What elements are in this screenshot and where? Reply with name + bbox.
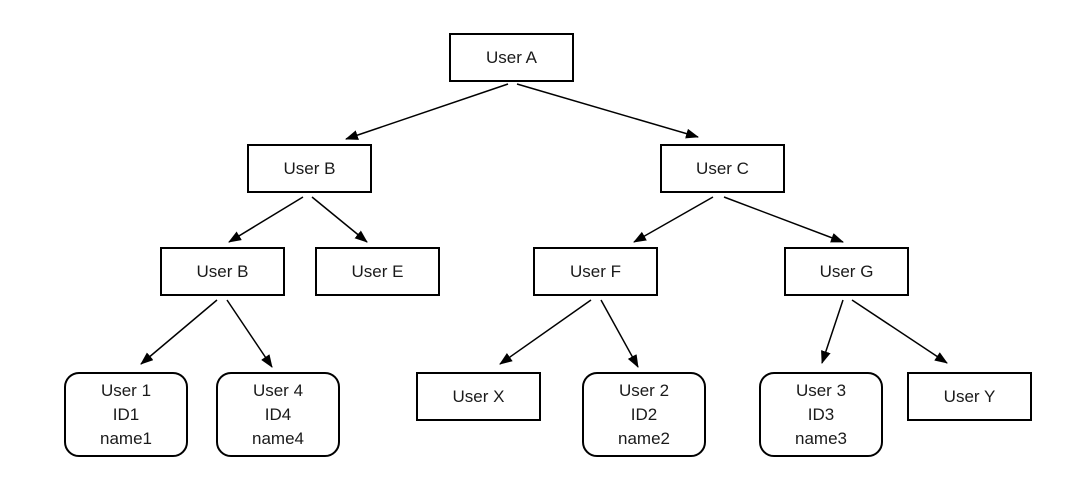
- node-label: ID4: [264, 404, 292, 424]
- node-label: User 1: [100, 380, 152, 400]
- edge-user-b-leaf-to-user-4: [226, 299, 273, 368]
- node-label: User X: [452, 386, 505, 406]
- node-user-4: User 4 ID4 name4: [216, 372, 340, 457]
- node-user-1: User 1 ID1 name1: [64, 372, 188, 457]
- edge-user-c-to-user-f: [633, 196, 714, 243]
- node-label: User Y: [943, 386, 996, 406]
- edge-user-a-to-user-c: [516, 83, 699, 139]
- edge-user-f-to-user-2: [600, 299, 639, 368]
- node-label: User G: [819, 261, 874, 281]
- node-label: User B: [196, 261, 249, 281]
- node-user-a: User A: [449, 33, 574, 82]
- node-label: User A: [485, 47, 538, 67]
- node-user-f: User F: [533, 247, 658, 296]
- node-label: name4: [252, 428, 304, 448]
- node-user-g: User G: [784, 247, 909, 296]
- node-label: name3: [795, 428, 847, 448]
- edge-user-c-to-user-g: [723, 196, 844, 243]
- node-label: User 4: [252, 380, 304, 400]
- node-user-3: User 3 ID3 name3: [759, 372, 883, 457]
- node-user-b-mid: User B: [247, 144, 372, 193]
- edge-user-b-mid-to-user-b-leaf: [228, 196, 304, 243]
- edge-user-b-leaf-to-user-1: [140, 299, 218, 365]
- edge-user-g-to-user-3: [821, 299, 844, 364]
- node-label: name2: [618, 428, 670, 448]
- node-label: User C: [696, 158, 749, 178]
- node-label: User 2: [618, 380, 670, 400]
- node-user-e: User E: [315, 247, 440, 296]
- node-label: ID3: [807, 404, 835, 424]
- node-label: name1: [100, 428, 152, 448]
- node-user-b-leaf: User B: [160, 247, 285, 296]
- edge-user-g-to-user-y: [851, 299, 948, 364]
- edge-user-a-to-user-b-mid: [345, 83, 509, 140]
- edge-group: [140, 83, 948, 368]
- node-user-x: User X: [416, 372, 541, 421]
- node-user-c: User C: [660, 144, 785, 193]
- node-label: ID1: [112, 404, 140, 424]
- node-label: User B: [283, 158, 336, 178]
- node-label: User E: [351, 261, 404, 281]
- edge-user-b-mid-to-user-e: [311, 196, 368, 243]
- edge-user-f-to-user-x: [499, 299, 592, 365]
- node-label: User 3: [795, 380, 847, 400]
- node-label: ID2: [630, 404, 658, 424]
- node-label: User F: [570, 261, 621, 281]
- node-user-y: User Y: [907, 372, 1032, 421]
- node-user-2: User 2 ID2 name2: [582, 372, 706, 457]
